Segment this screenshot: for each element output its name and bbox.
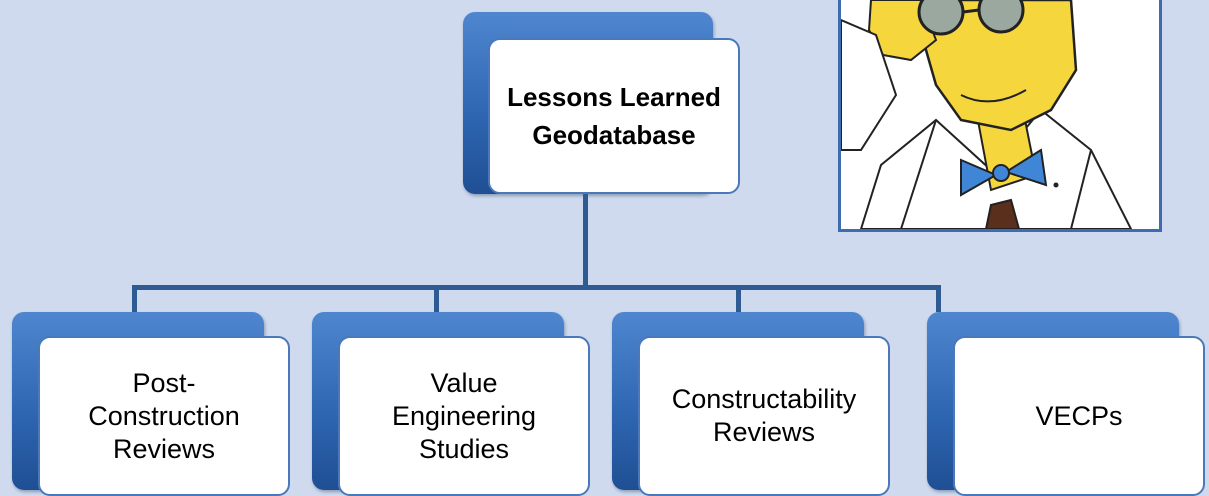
coat-button (1053, 182, 1059, 188)
bowtie-knot (992, 164, 1010, 182)
child-3-line-2: Reviews (712, 417, 815, 447)
child-node-label: VECPs (1035, 400, 1122, 433)
root-node: Lessons Learned Geodatabase (488, 38, 740, 194)
child-2-line-2: Engineering (391, 400, 537, 431)
connector-drop-2 (434, 285, 439, 312)
child-2-line-1: Value (430, 367, 498, 398)
coat-lapel (900, 119, 937, 229)
child-node-post-construction-reviews: Post- Construction Reviews (38, 336, 290, 496)
bowtie (960, 148, 1048, 197)
child-node-label: Post- Construction Reviews (88, 367, 240, 466)
connector-drop-3 (736, 285, 741, 312)
child-2-line-3: Studies (418, 433, 510, 464)
glasses-bridge (962, 8, 980, 14)
portrait-frame (838, 0, 1162, 232)
left-lens (917, 0, 965, 36)
connector-drop-1 (132, 285, 137, 312)
connector-horizontal (132, 285, 941, 290)
child-1-line-2: Construction (88, 400, 240, 431)
child-1-line-1: Post- (132, 367, 196, 398)
right-lens (977, 0, 1025, 34)
root-label-line-1: Lessons Learned (507, 82, 721, 112)
child-node-value-engineering-studies: Value Engineering Studies (338, 336, 590, 496)
child-node-vecps: VECPs (953, 336, 1205, 496)
child-4-line-1: VECPs (1035, 400, 1123, 431)
child-node-label: Value Engineering Studies (392, 367, 536, 466)
tie (984, 198, 1021, 229)
cartoon-professor-illustration (841, 0, 1133, 229)
child-1-line-3: Reviews (112, 433, 215, 464)
connector-trunk (583, 194, 588, 287)
mouth (960, 89, 1027, 103)
arm-sleeve (841, 18, 898, 151)
root-node-label: Lessons Learned Geodatabase (507, 78, 721, 154)
root-label-line-2: Geodatabase (532, 120, 696, 150)
child-node-label: Constructability Reviews (672, 383, 857, 449)
child-node-constructability-reviews: Constructability Reviews (638, 336, 890, 496)
connector-drop-4 (936, 285, 941, 312)
child-3-line-1: Constructability (671, 384, 857, 414)
coat-fold (1070, 149, 1092, 229)
